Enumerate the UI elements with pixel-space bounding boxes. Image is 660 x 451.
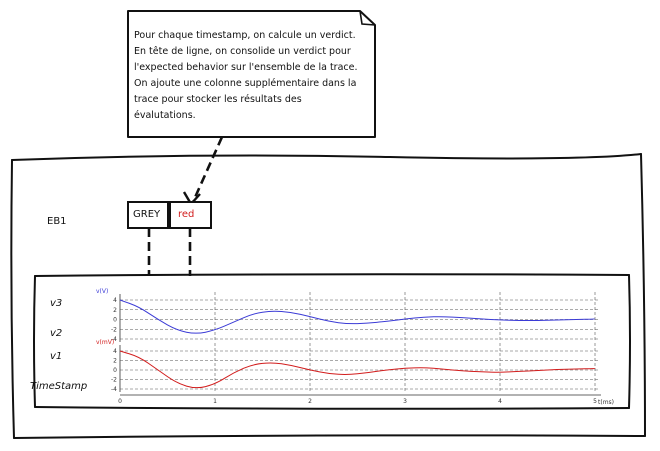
y-tick-label: -4 [111, 386, 117, 393]
y-tick-label: 2 [113, 307, 117, 314]
y-tick-label: 2 [113, 358, 117, 365]
y-tick-label: 0 [113, 317, 117, 324]
row-label: EB1 [47, 216, 67, 227]
x-tick-label: 2 [308, 398, 312, 405]
y-tick-label: 0 [113, 367, 117, 374]
x-tick-label: 1 [213, 398, 217, 405]
note-text: Pour chaque timestamp, on calcule un ver… [134, 30, 358, 121]
series-line [119, 299, 596, 334]
series-line [119, 350, 596, 389]
verdict-cell-red[interactable]: red [169, 201, 212, 229]
y-tick-label: -2 [111, 326, 117, 333]
note-line: l'expected behavior sur l'ensemble de la… [134, 62, 358, 73]
note-line: On ajoute une colonne supplémentaire dan… [134, 78, 356, 89]
signal-label-v1: v1 [50, 351, 62, 362]
y-tick-label: 4 [113, 348, 117, 355]
x-tick-label: 5 [593, 398, 597, 405]
y-axis-label: v(V) [96, 288, 108, 295]
x-axis-label: t(ms) [598, 399, 614, 406]
y-tick-label: -4 [111, 336, 117, 343]
outer-frame [10, 153, 646, 439]
note-line: En tête de ligne, on consolide un verdic… [134, 46, 351, 57]
note-line: trace pour stocker les résultats des [134, 94, 302, 105]
signal-label-v2: v2 [50, 328, 62, 339]
y-tick-label: -2 [111, 377, 117, 384]
signal-label-v3: v3 [50, 298, 62, 309]
y-tick-label: 4 [113, 297, 117, 304]
y-axis-label: v(mV) [96, 339, 114, 346]
verdict-label: GREY [133, 209, 161, 220]
signal-label-timestamp: TimeStamp [30, 381, 87, 392]
x-tick-label: 0 [118, 398, 122, 405]
verdict-cell-grey[interactable]: GREY [127, 201, 169, 229]
note-line: Pour chaque timestamp, on calcule un ver… [134, 30, 356, 41]
note-line: évalutations. [134, 110, 196, 121]
note-connector [191, 136, 224, 203]
x-tick-label: 4 [498, 398, 502, 405]
verdict-label: red [178, 209, 194, 220]
note-box [127, 10, 376, 138]
x-tick-label: 3 [403, 398, 407, 405]
trace-frame [33, 273, 631, 410]
